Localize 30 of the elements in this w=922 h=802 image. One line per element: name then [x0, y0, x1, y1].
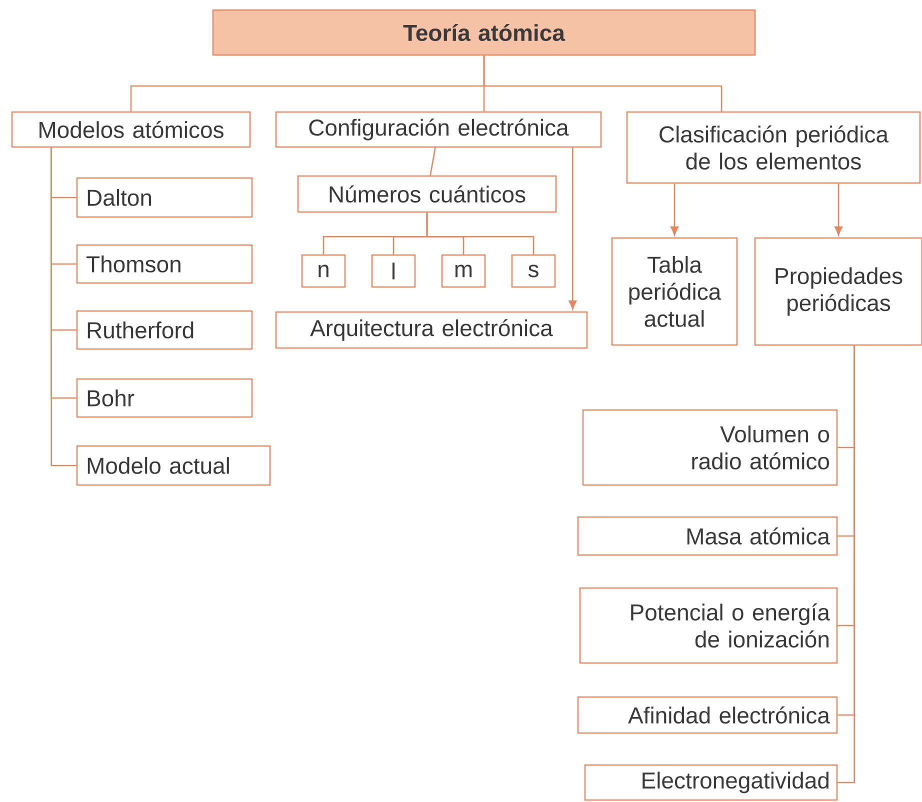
property-box: Masa atómica — [577, 516, 838, 556]
title-box: Teoría atómica — [212, 9, 756, 56]
property-box: Afinidad electrónica — [577, 696, 838, 734]
letter-box: n — [301, 254, 346, 288]
topic-box: Clasificación periódica de los elementos — [626, 111, 921, 184]
topic-box: Configuración electrónica — [275, 111, 602, 148]
topic-box: Modelos atómicos — [11, 111, 251, 148]
connector-line — [483, 56, 722, 112]
arrow — [670, 184, 678, 236]
property-box: Potencial o energía de ionización — [579, 587, 838, 664]
connector-line — [50, 148, 76, 466]
arrow — [568, 148, 577, 310]
concept-box: Dalton — [76, 177, 253, 218]
connector-line — [426, 212, 534, 254]
property-box: Electronegatividad — [584, 764, 838, 801]
concept-box: Modelo actual — [76, 445, 271, 486]
concept-box: Propiedades periódicas — [754, 237, 922, 346]
connector-line — [838, 346, 855, 784]
arrow — [834, 184, 842, 236]
concept-box: Números cuánticos — [297, 175, 557, 213]
concept-box: Rutherford — [76, 310, 253, 350]
letter-box: m — [441, 254, 486, 288]
letter-box: s — [511, 254, 556, 288]
connector-line — [430, 148, 436, 176]
letter-box: l — [371, 254, 416, 288]
concept-box: Thomson — [76, 244, 253, 284]
concept-box: Bohr — [76, 378, 253, 418]
property-box: Volumen o radio atómico — [582, 409, 838, 486]
concept-box: Tabla periódica actual — [611, 237, 738, 346]
concept-box: Arquitectura electrónica — [275, 311, 588, 349]
